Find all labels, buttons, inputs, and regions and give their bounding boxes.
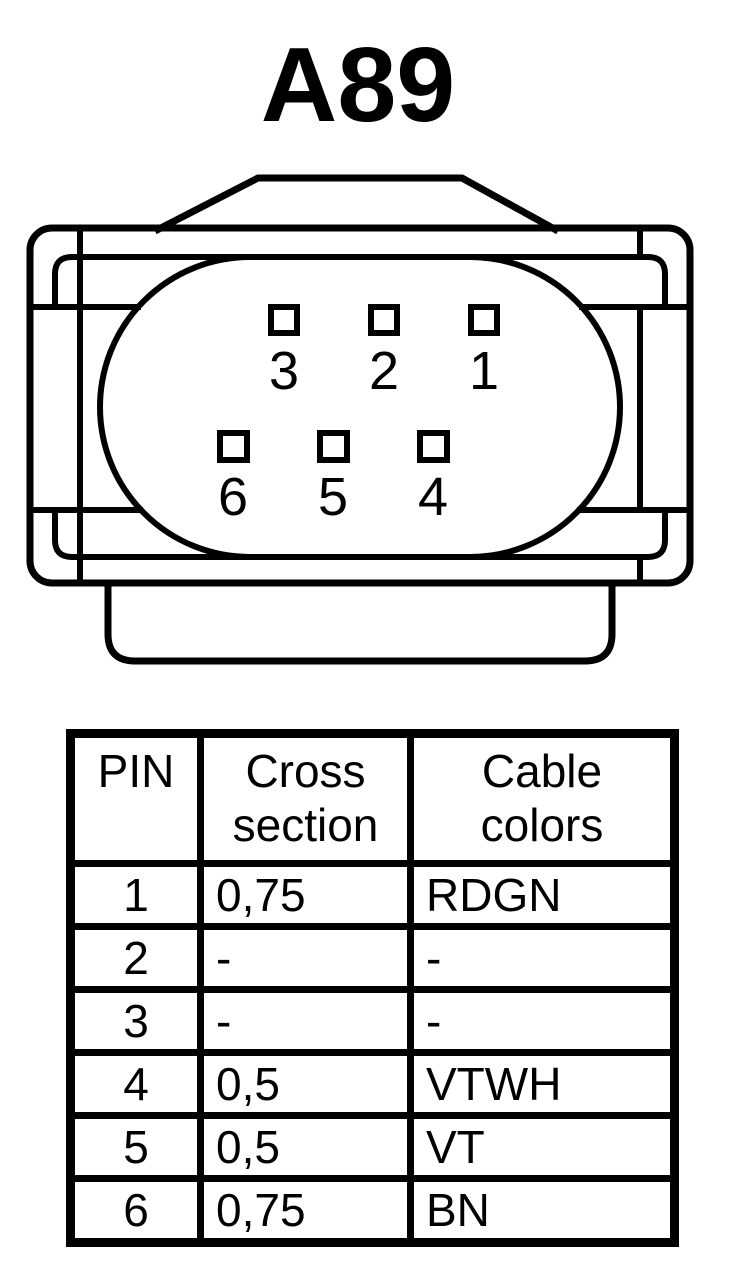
pin-2-label: 2 (369, 341, 399, 401)
cable-color-value: VTWH (407, 1049, 678, 1119)
header-cross-section: Cross section (197, 730, 414, 867)
pin-1-label: 1 (469, 341, 499, 401)
connector-outlines (26, 174, 694, 665)
table-row: 3 - - (67, 986, 678, 1056)
pin-5-square (317, 430, 350, 463)
pin-2-square (368, 304, 400, 336)
pin-labels: 3 2 1 6 5 4 (218, 341, 499, 527)
header-pin: PIN (67, 730, 204, 867)
table-row: 1 0,75 RDGN (67, 860, 678, 930)
table-row: 5 0,5 VT (67, 1112, 678, 1182)
pin-number: 5 (67, 1112, 204, 1182)
cable-color-value: - (407, 923, 678, 993)
cross-section-value: 0,5 (197, 1049, 414, 1119)
pin-5-label: 5 (318, 467, 348, 527)
pin-4-square (417, 430, 450, 463)
table-header-row: PIN Cross section Cable colors (67, 730, 678, 867)
pin-3-square (268, 304, 300, 336)
pin-6-square (217, 430, 250, 463)
header-cable-colors: Cable colors (407, 730, 678, 867)
pin-6-label: 6 (218, 467, 248, 527)
cross-section-value: 0,5 (197, 1112, 414, 1182)
table-row: 4 0,5 VTWH (67, 1049, 678, 1119)
cable-color-value: BN (407, 1175, 678, 1246)
connector-diagram: A89 (26, 26, 694, 665)
cable-color-value: RDGN (407, 860, 678, 930)
seal-face-oval (97, 254, 623, 560)
bottom-tab (104, 584, 616, 665)
table-row: 2 - - (67, 923, 678, 993)
pin-4-label: 4 (418, 467, 448, 527)
cable-color-value: - (407, 986, 678, 1056)
page-title: A89 (261, 26, 455, 144)
pin-3-label: 3 (269, 341, 299, 401)
pin-table: PIN Cross section Cable colors 1 0,75 RD… (66, 729, 679, 1247)
cross-section-value: - (197, 923, 414, 993)
pin-number: 2 (67, 923, 204, 993)
pin-number: 1 (67, 860, 204, 930)
cross-section-value: 0,75 (197, 1175, 414, 1246)
pin-number: 6 (67, 1175, 204, 1246)
keying-tab (153, 174, 560, 235)
cross-section-value: 0,75 (197, 860, 414, 930)
pin-number: 3 (67, 986, 204, 1056)
table-row: 6 0,75 BN (67, 1175, 678, 1246)
pin-number: 4 (67, 1049, 204, 1119)
cross-section-value: - (197, 986, 414, 1056)
outer-housing (26, 224, 694, 587)
cable-color-value: VT (407, 1112, 678, 1182)
pin-1-square (468, 304, 500, 336)
